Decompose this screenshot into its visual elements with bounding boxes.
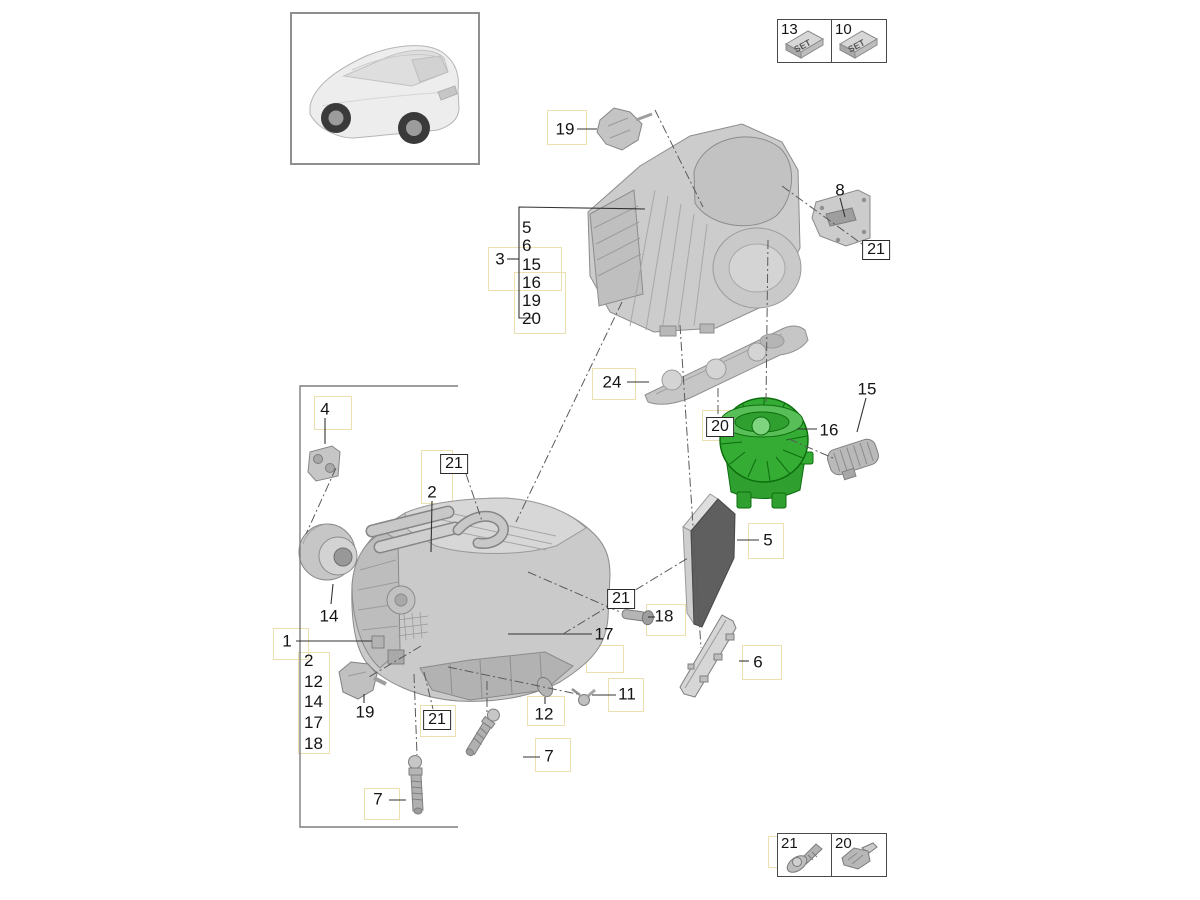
fastener-21[interactable]: 21: [777, 833, 832, 877]
leader-lines: [296, 128, 867, 801]
ref-21-filter[interactable]: 21: [607, 589, 635, 609]
callout-19-lower[interactable]: 19: [355, 702, 375, 722]
part-ref-3-5[interactable]: 5: [522, 218, 532, 237]
actuator-19-lower[interactable]: [338, 661, 387, 700]
part-ref-1-17[interactable]: 17: [304, 713, 323, 733]
part-ref-3-15[interactable]: 15: [522, 254, 541, 274]
ref-21-lower[interactable]: 21: [423, 710, 451, 730]
part-ref-1-12[interactable]: 12: [304, 671, 323, 691]
part-ref-1-18[interactable]: 18: [304, 733, 323, 753]
callout-19-upper[interactable]: 19: [555, 119, 575, 139]
part-ref-3-19[interactable]: 19: [522, 291, 541, 311]
set-kit-13[interactable]: 13 SET: [777, 19, 832, 63]
support-bracket-8[interactable]: [811, 189, 871, 247]
part-ref-1-2[interactable]: 2: [304, 651, 314, 670]
highlight-region: [488, 247, 562, 291]
callout-8[interactable]: 8: [835, 180, 845, 200]
screw-7-left[interactable]: [408, 755, 424, 815]
callout-24[interactable]: 24: [602, 372, 622, 392]
callout-12[interactable]: 12: [534, 704, 554, 724]
plug-12[interactable]: [534, 675, 555, 699]
part-ref-3-6[interactable]: 6: [522, 236, 532, 256]
highlight-region: [364, 788, 400, 820]
mounting-bracket-19-upper[interactable]: [596, 107, 653, 151]
callout-7-left[interactable]: 7: [373, 789, 383, 809]
fastener-20[interactable]: 20: [832, 833, 887, 877]
screw-icon: [786, 843, 823, 873]
part-ref-3-16[interactable]: 16: [522, 272, 541, 292]
highlight-region: [592, 368, 636, 400]
highlight-region: [535, 738, 571, 772]
bracket-lines: [299, 385, 458, 828]
blower-motor-16[interactable]: [719, 397, 814, 509]
part-ref-1-14[interactable]: 14: [304, 692, 323, 712]
callout-3[interactable]: 3: [495, 249, 505, 269]
part-ref-3-20[interactable]: 20: [522, 309, 541, 329]
damper-14[interactable]: [298, 523, 358, 581]
highlight-region: [298, 652, 330, 754]
screw-7-right[interactable]: [462, 707, 503, 758]
set-block-icon: SET: [838, 30, 879, 59]
set-block-icon: SET: [784, 30, 825, 59]
callout-11[interactable]: 11: [618, 684, 636, 704]
clip-icon: [841, 842, 878, 870]
vehicle-thumbnail: [290, 12, 480, 165]
highlight-region: [314, 396, 352, 430]
callout-1[interactable]: 1: [282, 631, 292, 651]
hook-screw-11[interactable]: [571, 688, 596, 706]
callout-18[interactable]: 18: [654, 606, 674, 626]
callout-15[interactable]: 15: [857, 379, 877, 399]
water-drain-cover-24[interactable]: [644, 325, 809, 405]
construction-lines: [305, 109, 863, 756]
vehicle-drawing: [309, 45, 460, 144]
ref-21-upper-right[interactable]: 21: [862, 240, 890, 260]
fastener-20-ref: 20: [835, 835, 852, 852]
callout-14[interactable]: 14: [319, 606, 339, 626]
cabin-filter-5[interactable]: [682, 493, 736, 628]
callout-6[interactable]: 6: [753, 652, 763, 672]
set-kit-10-ref: 10: [835, 21, 852, 38]
heater-unit-1[interactable]: [351, 497, 611, 702]
fastener-legend: 21 20: [777, 833, 887, 877]
highlight-region: [547, 110, 587, 145]
filter-cover-6[interactable]: [679, 614, 737, 698]
highlight-region: [742, 645, 782, 680]
air-grille-15[interactable]: [825, 437, 882, 483]
callout-2[interactable]: 2: [427, 482, 437, 502]
callout-17[interactable]: 17: [594, 624, 614, 644]
pin-18[interactable]: [621, 607, 654, 626]
set-kit-10[interactable]: 10 SET: [832, 19, 887, 63]
callout-5[interactable]: 5: [763, 530, 773, 550]
set-kit-legend: 13 SET 10 SET: [777, 19, 887, 63]
highlight-region: [748, 523, 784, 559]
set-kit-13-ref: 13: [781, 21, 798, 38]
callout-4[interactable]: 4: [320, 399, 330, 419]
callout-7-right[interactable]: 7: [544, 746, 554, 766]
fastener-21-ref: 21: [781, 835, 798, 852]
valve-4[interactable]: [307, 445, 341, 482]
ref-21-mid[interactable]: 21: [440, 454, 468, 474]
highlight-region: [273, 628, 309, 660]
highlight-region: [420, 705, 456, 737]
ref-20-blower[interactable]: 20: [706, 417, 734, 437]
highlight-region: [514, 272, 566, 334]
callout-16[interactable]: 16: [819, 420, 839, 440]
intake-housing-3[interactable]: [587, 123, 802, 337]
